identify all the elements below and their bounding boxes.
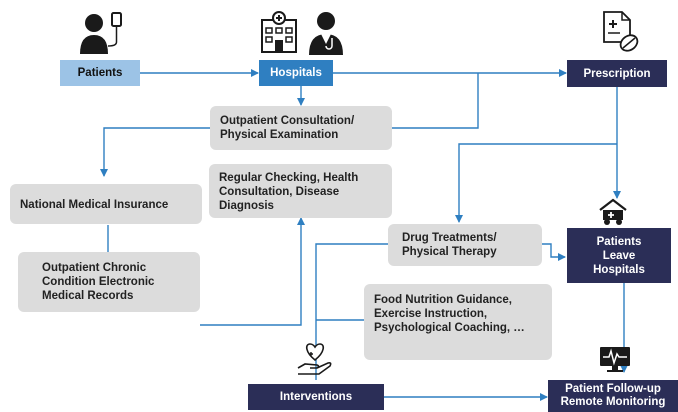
outpatient-consultation-node: Outpatient Consultation/ Physical Examin… bbox=[210, 106, 392, 150]
doctor-icon bbox=[309, 12, 343, 55]
monitor-icon bbox=[600, 347, 630, 372]
heart-hand-icon bbox=[297, 343, 332, 375]
interventions-node: Interventions bbox=[248, 384, 384, 410]
followup-line-2: Remote Monitoring bbox=[560, 396, 666, 408]
patients-node: Patients bbox=[60, 60, 140, 86]
drug-treatments-node: Drug Treatments/ Physical Therapy bbox=[388, 224, 542, 266]
prescription-icon bbox=[603, 11, 639, 52]
hospitals-node: Hospitals bbox=[259, 60, 333, 86]
regular-checking-node: Regular Checking, Health Consultation, D… bbox=[209, 164, 392, 218]
prescription-node: Prescription bbox=[567, 60, 667, 87]
followup-line-1: Patient Follow-up bbox=[565, 383, 661, 395]
hospital-building-icon bbox=[261, 11, 297, 53]
national-medical-insurance-node: National Medical Insurance bbox=[10, 184, 202, 224]
food-nutrition-node: Food Nutrition Guidance, Exercise Instru… bbox=[364, 284, 552, 360]
patient-iv-icon bbox=[80, 12, 122, 54]
patient-followup-node: Patient Follow-up Remote Monitoring bbox=[548, 380, 678, 412]
ambulance-house-icon bbox=[599, 198, 627, 225]
outpatient-chronic-node: Outpatient Chronic Condition Electronic … bbox=[18, 252, 200, 312]
patients-leave-node: Patients Leave Hospitals bbox=[567, 228, 671, 283]
